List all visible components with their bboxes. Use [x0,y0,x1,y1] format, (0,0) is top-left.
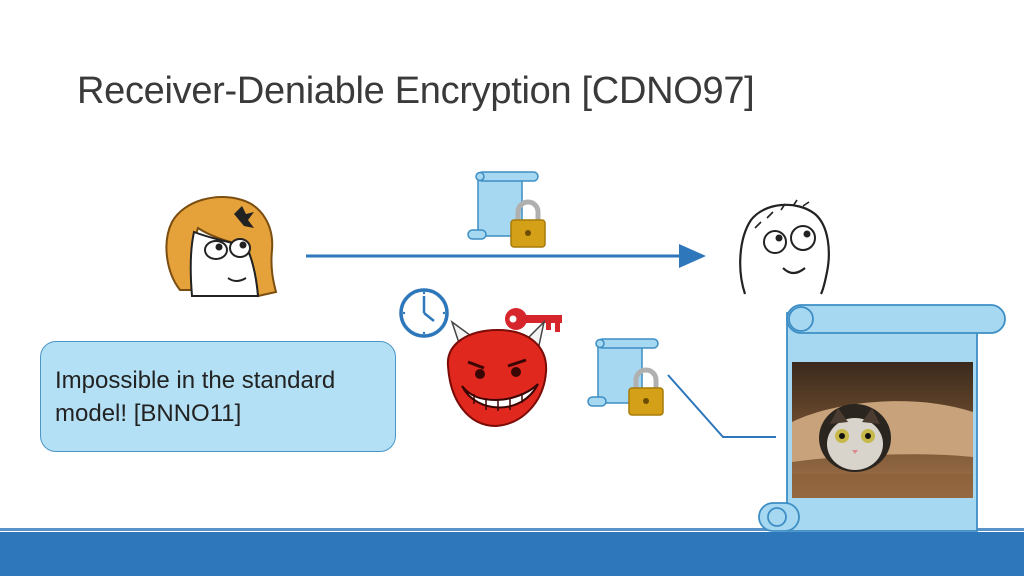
troll-devil-face-icon [446,319,548,428]
footer-bar [0,532,1024,576]
key-icon [505,308,562,332]
cat-photo [792,362,973,498]
clock-icon [399,288,449,338]
callout-box: Impossible in the standard model! [BNNO1… [40,341,396,452]
callout-line-2: model! [BNNO11] [55,400,242,427]
padlock-icon [628,367,664,416]
receiver-face-icon [739,199,830,295]
slide-title: Receiver-Deniable Encryption [CDNO97] [77,70,755,112]
padlock-icon [510,199,546,248]
footer-divider [0,528,1024,531]
sender-face-icon [165,196,278,298]
reveal-connector [667,374,776,438]
callout-line-1: Impossible in the standard [55,367,336,394]
